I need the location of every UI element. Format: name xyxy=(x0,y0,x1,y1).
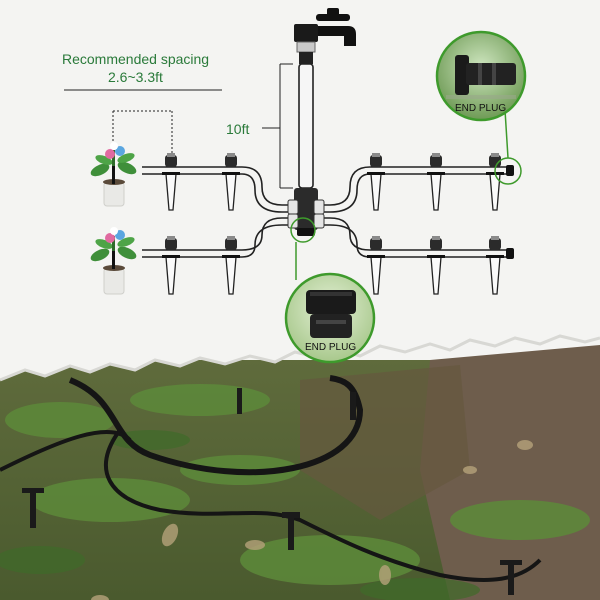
garden-ground-photo xyxy=(0,345,600,600)
plant-pot-icon xyxy=(90,142,137,295)
end-plug-callout-top xyxy=(435,30,527,185)
end-plug-callout-bottom xyxy=(284,217,376,364)
end-plug-label-top: END PLUG xyxy=(455,103,507,114)
end-plug-label-bottom: END PLUG xyxy=(305,342,357,353)
faucet-icon xyxy=(294,8,356,64)
drip-stake-icon xyxy=(162,153,504,211)
drip-stake-icon xyxy=(162,236,504,295)
spacing-title: Recommended spacing xyxy=(62,51,210,67)
drip-tubing xyxy=(142,166,508,258)
tube-length-label: 10ft xyxy=(226,121,250,137)
main-tube xyxy=(298,63,314,189)
spacing-value: 2.6~3.3ft xyxy=(108,69,163,85)
end-plug-icon xyxy=(506,165,514,259)
length-bracket xyxy=(262,63,293,189)
tee-connector-icon xyxy=(287,188,325,236)
